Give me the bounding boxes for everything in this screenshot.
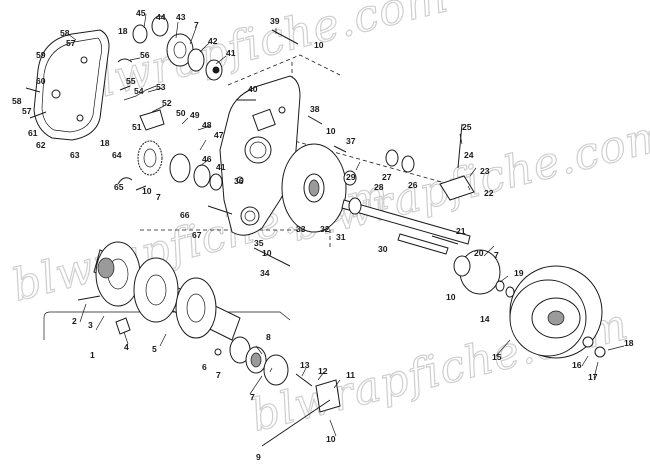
callout-7-mid: 7	[156, 192, 161, 202]
callout-1: 1	[90, 350, 95, 360]
callout-59: 59	[36, 50, 46, 60]
fasteners	[25, 29, 459, 301]
callout-47: 47	[214, 130, 224, 140]
callout-9: 9	[256, 452, 261, 462]
leader-lines	[67, 13, 625, 437]
callout-18-mid: 18	[100, 138, 110, 148]
top-gear-cluster	[132, 15, 223, 81]
callout-23: 23	[480, 166, 490, 176]
callout-57-top: 57	[66, 38, 76, 48]
callout-11: 11	[346, 370, 355, 380]
callout-51: 51	[132, 122, 142, 132]
callout-8: 8	[266, 332, 271, 342]
callout-5: 5	[152, 344, 157, 354]
drive-sprocket	[117, 140, 223, 191]
callout-17: 17	[588, 372, 598, 382]
callout-26: 26	[408, 180, 418, 190]
callout-12: 12	[318, 366, 328, 376]
callout-7-top: 7	[194, 20, 199, 30]
callout-31: 31	[336, 232, 346, 242]
callout-10-pulley: 10	[446, 292, 456, 302]
callout-32: 32	[320, 224, 330, 234]
callout-66: 66	[180, 210, 190, 220]
callout-10-left: 10	[142, 186, 152, 196]
callout-53: 53	[156, 82, 166, 92]
guide-line-shaft	[140, 229, 331, 250]
callout-10-mid: 10	[326, 126, 336, 136]
callout-labels: 45 44 43 7 18 58 57 59 56 42 41 39 10 60…	[12, 8, 634, 462]
callout-3: 3	[88, 320, 93, 330]
callout-67: 67	[192, 230, 202, 240]
callout-21: 21	[456, 226, 466, 236]
callout-48: 48	[202, 120, 212, 130]
callout-62: 62	[36, 140, 46, 150]
callout-56: 56	[140, 50, 150, 60]
callout-27: 27	[382, 172, 392, 182]
callout-63: 63	[70, 150, 80, 160]
callout-61: 61	[28, 128, 38, 138]
jackshaft	[341, 197, 471, 255]
chaincase-housing	[219, 75, 301, 236]
callout-64: 64	[112, 150, 122, 160]
callout-25: 25	[462, 122, 472, 132]
callout-13: 13	[300, 360, 310, 370]
callout-15: 15	[492, 352, 502, 362]
callout-29: 29	[346, 172, 356, 182]
callout-7-axle: 7	[216, 370, 221, 380]
callout-40: 40	[248, 84, 258, 94]
brake-caliper	[343, 123, 475, 201]
callout-10-bottom: 10	[326, 434, 336, 444]
callout-58-left: 58	[12, 96, 22, 106]
guide-line-top	[227, 54, 341, 86]
callout-42: 42	[208, 36, 218, 46]
brake-disc	[281, 143, 347, 233]
callout-39: 39	[270, 16, 280, 26]
callout-41-mid: 41	[216, 162, 226, 172]
callout-28: 28	[374, 182, 384, 192]
callout-43: 43	[176, 12, 186, 22]
callout-44: 44	[156, 12, 166, 22]
callout-46: 46	[202, 154, 212, 164]
callout-18-top: 18	[118, 26, 128, 36]
callout-6: 6	[202, 362, 207, 372]
callout-58-top: 58	[60, 28, 70, 38]
callout-41-top: 41	[226, 48, 236, 58]
chaincase-cover	[33, 29, 110, 141]
callout-52: 52	[162, 98, 172, 108]
callout-10-lower: 10	[262, 248, 272, 258]
callout-34: 34	[260, 268, 270, 278]
callout-7-lower: 7	[250, 392, 255, 402]
callout-60: 60	[36, 76, 46, 86]
callout-33: 33	[296, 224, 306, 234]
callout-19: 19	[514, 268, 524, 278]
callout-35: 35	[254, 238, 264, 248]
callout-50: 50	[176, 108, 186, 118]
driven-pulley	[453, 249, 606, 359]
callout-10-top: 10	[314, 40, 324, 50]
callout-18-right: 18	[624, 338, 634, 348]
assembly-bracket	[43, 311, 291, 321]
tensioner-parts	[117, 58, 165, 131]
callout-57-left: 57	[22, 106, 32, 116]
callout-38: 38	[310, 104, 320, 114]
callout-4: 4	[124, 342, 129, 352]
callout-20: 20	[474, 248, 484, 258]
callout-22: 22	[484, 188, 494, 198]
callout-54: 54	[134, 86, 144, 96]
drive-axle-sprockets	[93, 241, 241, 341]
callout-2: 2	[72, 316, 77, 326]
callout-45: 45	[136, 8, 146, 18]
callout-14: 14	[480, 314, 490, 324]
callout-55: 55	[126, 76, 136, 86]
callout-36: 36	[234, 176, 244, 186]
callout-7-pulley: 7	[494, 250, 499, 260]
callout-37: 37	[346, 136, 356, 146]
callout-65: 65	[114, 182, 124, 192]
callout-16: 16	[572, 360, 582, 370]
axle-bearing-group	[214, 336, 289, 386]
callout-24: 24	[464, 150, 474, 160]
callout-30: 30	[378, 244, 388, 254]
callout-49: 49	[190, 110, 200, 120]
